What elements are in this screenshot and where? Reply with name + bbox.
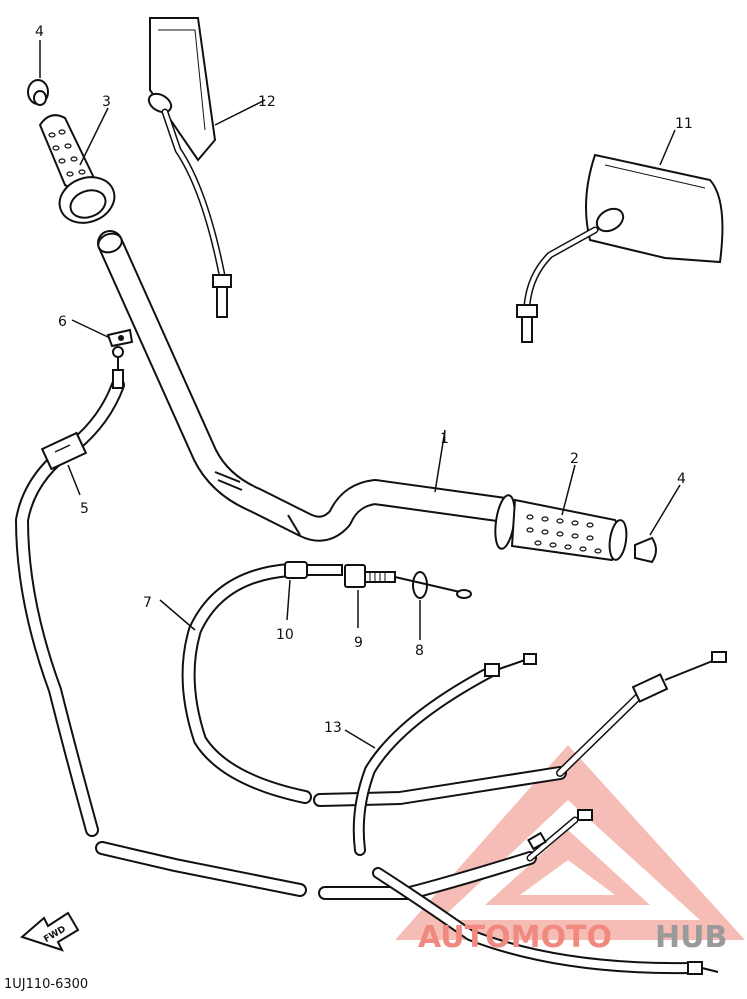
callout-1: 1 — [440, 431, 449, 447]
callout-2: 2 — [570, 451, 579, 467]
callout-6: 6 — [58, 314, 67, 330]
watermark-logo — [395, 745, 745, 940]
callout-8: 8 — [415, 643, 424, 659]
callout-9: 9 — [354, 635, 363, 651]
callout-4-right: 4 — [677, 471, 686, 487]
diagram-code: 1UJ110-6300 — [4, 977, 88, 992]
mirror-left-part-13 — [147, 17, 232, 318]
callout-10: 10 — [276, 627, 294, 643]
callout-5: 5 — [80, 501, 89, 517]
callout-7: 7 — [143, 595, 152, 611]
callout-4-top: 4 — [35, 24, 44, 40]
forward-arrow-icon: FWD — [20, 911, 80, 952]
end-cap-part-4-right — [634, 536, 657, 564]
cable-part-7 — [181, 563, 567, 807]
callout-13: 12 — [258, 94, 276, 110]
callout-3: 3 — [102, 94, 111, 110]
mirror-right-part-12 — [516, 153, 724, 343]
callout-11: 13 — [324, 720, 342, 736]
bracket-part-6 — [106, 328, 134, 358]
watermark-word-1: AUTOMOTO — [418, 920, 612, 955]
left-grip-part-3 — [38, 114, 116, 224]
adjuster-nut-part-9 — [344, 564, 396, 588]
cable-part-11 — [352, 651, 727, 975]
locknut-part-8 — [394, 571, 472, 599]
end-cap-part-4-left — [27, 79, 49, 106]
right-grip-part-2 — [494, 494, 628, 562]
cable-part-5 — [15, 355, 537, 900]
leader-lines — [39, 40, 681, 749]
watermark-text: AUTOMOTO HUB — [418, 920, 727, 955]
handlebar-part-1 — [97, 230, 518, 542]
callout-12: 11 — [675, 116, 693, 132]
adjuster-part-10 — [284, 561, 343, 579]
watermark-word-2: HUB — [655, 920, 727, 955]
